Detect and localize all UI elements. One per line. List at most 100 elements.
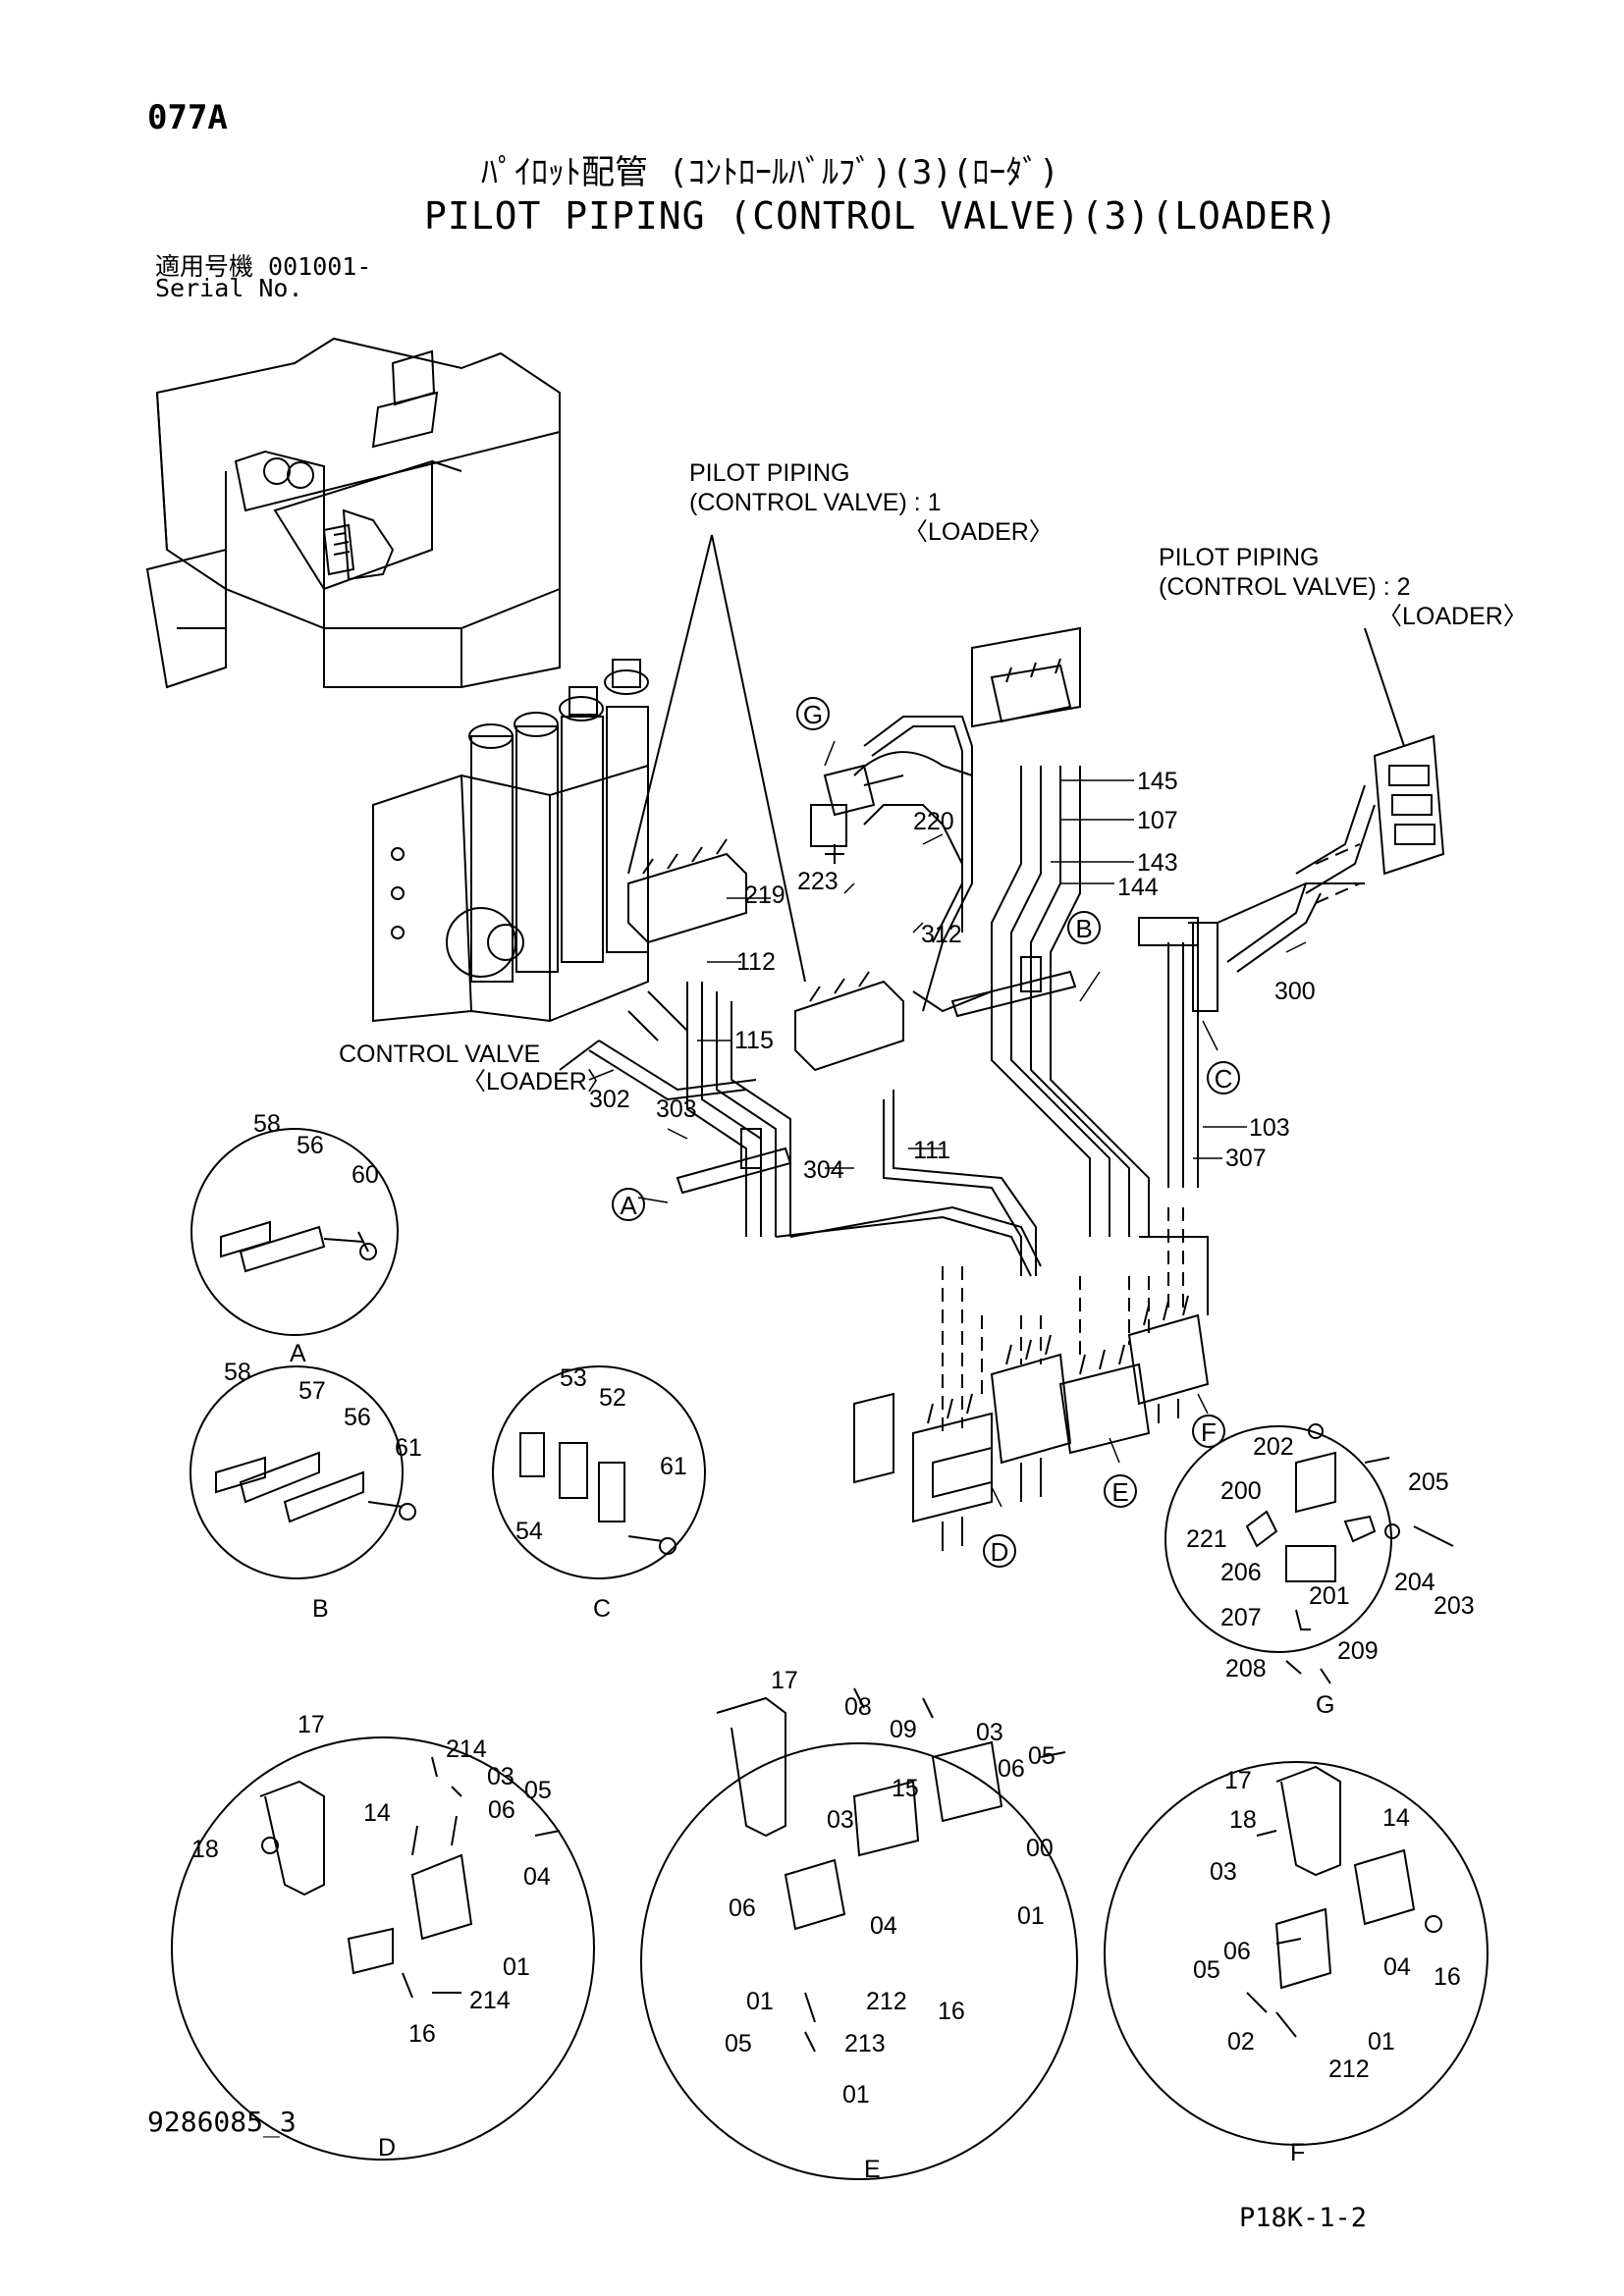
- detail-g-209: 209: [1337, 1637, 1379, 1665]
- detail-f-212: 212: [1328, 2056, 1370, 2083]
- callout-d-label: D: [991, 1537, 1009, 1567]
- detail-f-05: 05: [1193, 1956, 1220, 1984]
- detail-a-circle: [190, 1128, 399, 1336]
- detail-b-circle: [189, 1365, 416, 1579]
- detail-c-52: 52: [599, 1384, 626, 1412]
- detail-g-205: 205: [1408, 1468, 1449, 1496]
- part-103: 103: [1249, 1114, 1290, 1142]
- serial-english: Serial No.: [155, 274, 303, 302]
- part-223: 223: [797, 868, 839, 895]
- ref1-line3: 〈LOADER〉: [903, 518, 1054, 546]
- callout-b-label: B: [1075, 914, 1092, 943]
- detail-f-06: 06: [1223, 1938, 1251, 1965]
- detail-d-05: 05: [524, 1777, 552, 1804]
- cv-line2: 〈LOADER〉: [461, 1068, 612, 1095]
- detail-d-16: 16: [408, 2020, 436, 2048]
- part-107: 107: [1137, 807, 1178, 834]
- detail-g-circle: [1164, 1423, 1454, 1684]
- callout-c-label: C: [1215, 1064, 1233, 1094]
- detail-c-circle: [492, 1365, 706, 1579]
- ref-leaders: [559, 534, 1405, 1071]
- detail-d-214a: 214: [446, 1735, 487, 1763]
- detail-e-05a: 05: [1028, 1742, 1056, 1770]
- callout-e: E: [1104, 1474, 1137, 1508]
- detail-b-label: B: [312, 1595, 329, 1623]
- detail-c-label: C: [593, 1595, 611, 1623]
- ref1-line1: PILOT PIPING: [689, 459, 849, 487]
- pilot-valve-f: [1127, 1236, 1210, 1423]
- detail-g-label: G: [1316, 1691, 1334, 1719]
- detail-f-label: F: [1290, 2139, 1305, 2166]
- callout-f-label: F: [1201, 1417, 1217, 1447]
- clamp-a: [676, 1128, 792, 1195]
- detail-e-06b: 06: [729, 1895, 756, 1922]
- part-300: 300: [1274, 978, 1316, 1005]
- detail-g-200: 200: [1220, 1477, 1262, 1505]
- title-japanese: ﾊﾟｲﾛｯﾄ配管 (ｺﾝﾄﾛｰﾙﾊﾞﾙﾌﾞ)(3)(ﾛｰﾀﾞ): [481, 153, 1059, 192]
- machine-overview: [145, 337, 561, 689]
- part-144: 144: [1117, 874, 1159, 901]
- detail-e-06a: 06: [998, 1755, 1025, 1783]
- pilot-valve-block-top: [971, 626, 1081, 728]
- detail-g-207: 207: [1220, 1604, 1262, 1631]
- callout-a-label: A: [620, 1191, 637, 1220]
- detail-d-04: 04: [523, 1863, 551, 1891]
- serial-japanese: 適用号機 001001-: [155, 252, 372, 281]
- detail-g-201: 201: [1309, 1582, 1350, 1610]
- drawing-number: 9286085_3: [147, 2106, 297, 2138]
- detail-e-label: E: [864, 2156, 881, 2183]
- page-code: 077A: [147, 98, 228, 137]
- detail-f-01: 01: [1368, 2028, 1395, 2056]
- detail-g-204: 204: [1394, 1569, 1435, 1596]
- part-112: 112: [736, 948, 776, 976]
- detail-b-56: 56: [344, 1404, 371, 1431]
- solenoid-valve-g: [810, 764, 904, 864]
- callout-g: G: [796, 697, 830, 730]
- detail-e-09: 09: [890, 1716, 917, 1743]
- detail-g-221: 221: [1186, 1525, 1227, 1553]
- part-307: 307: [1225, 1145, 1267, 1172]
- control-valve-body: [372, 659, 649, 1023]
- part-leaders: [588, 740, 1307, 1508]
- detail-e-15: 15: [892, 1775, 919, 1802]
- detail-d-circle: [171, 1736, 595, 2161]
- detail-e-08: 08: [844, 1693, 872, 1721]
- detail-g-202: 202: [1253, 1433, 1294, 1461]
- detail-d-14: 14: [363, 1799, 391, 1827]
- pilot-valve-d: [853, 1392, 993, 1551]
- clamp-b: [950, 956, 1077, 1018]
- detail-f-03: 03: [1210, 1858, 1237, 1886]
- detail-e-16: 16: [938, 1998, 965, 2025]
- detail-d-label: D: [378, 2134, 396, 2162]
- part-302: 302: [589, 1086, 630, 1113]
- labels: PILOT PIPING (CONTROL VALVE) : 1 〈LOADER…: [191, 459, 1528, 2183]
- detail-b-61: 61: [395, 1434, 422, 1462]
- detail-f-16: 16: [1434, 1963, 1461, 1991]
- detail-g-208: 208: [1225, 1655, 1267, 1682]
- detail-e-01a: 01: [1017, 1902, 1045, 1930]
- clamp-c: [1138, 917, 1218, 1012]
- detail-f-04: 04: [1383, 1953, 1411, 1981]
- callout-e-label: E: [1111, 1477, 1128, 1507]
- detail-d-18: 18: [191, 1836, 219, 1863]
- callout-c: C: [1207, 1061, 1240, 1095]
- detail-b-57: 57: [298, 1377, 326, 1405]
- part-304: 304: [803, 1156, 844, 1184]
- ref1-line2: (CONTROL VALVE) : 1: [689, 489, 942, 516]
- detail-e-03a: 03: [976, 1719, 1003, 1746]
- part-115: 115: [734, 1027, 774, 1054]
- detail-f-17: 17: [1224, 1767, 1252, 1794]
- part-312: 312: [921, 921, 962, 948]
- phantom-lines: [942, 843, 1361, 1433]
- detail-d-214b: 214: [469, 1987, 511, 2014]
- pilot-valve-block-ref2: [1373, 734, 1445, 876]
- detail-f-18: 18: [1229, 1806, 1257, 1834]
- detail-a-label: A: [290, 1340, 306, 1367]
- detail-f-14: 14: [1382, 1804, 1410, 1832]
- callout-d: D: [983, 1534, 1016, 1568]
- ref2-line1: PILOT PIPING: [1159, 544, 1319, 571]
- detail-e-01b: 01: [746, 1988, 774, 2015]
- part-143: 143: [1137, 849, 1178, 877]
- page-reference: P18K-1-2: [1239, 2203, 1368, 2233]
